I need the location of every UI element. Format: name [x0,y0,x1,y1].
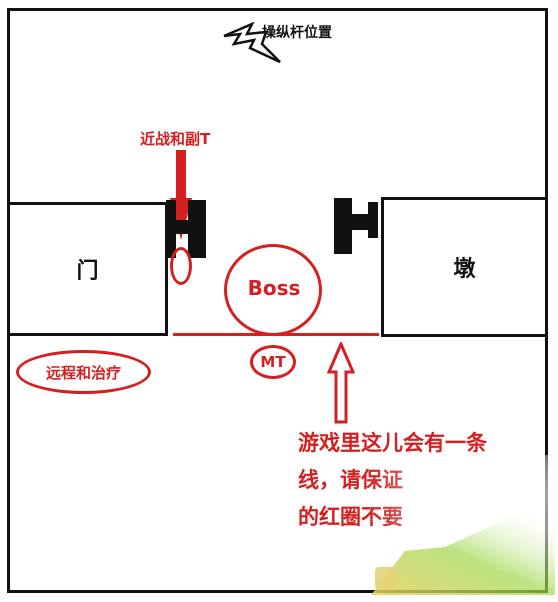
boss-edge-line [173,333,379,336]
arrow-up-outline-icon [327,342,355,424]
pier-label: 墩 [453,257,476,282]
line-hint-note: 游戏里这儿会有一条 线，请保证 的红圈不要 [298,425,533,536]
note-line-1: 游戏里这儿会有一条 [298,431,487,455]
lightning-bolt-icon [223,22,281,64]
right-pillar-post [334,198,352,254]
ranged-healer-circle [16,350,151,394]
note-line-2: 线，请保证 [298,468,403,492]
door-label: 门 [76,259,99,284]
left-pillar-crossbar [176,220,190,234]
right-pillar-bar [368,202,378,238]
right-pillar-crossbar [352,214,368,230]
pier-room: 墩 [381,197,548,337]
mt-label: MT [260,353,286,371]
joystick-position-label: 操纵杆位置 [262,25,332,41]
mt-circle [250,345,296,379]
melee-position-circle [170,247,192,285]
left-pillar-post [188,200,206,258]
left-pillar-bar [166,200,176,258]
note-line-3: 的红圈不要 [298,505,403,529]
melee-offtank-label: 近战和副T [140,130,211,148]
boss-label: Boss [247,276,301,300]
door-room: 门 [7,202,168,336]
ranged-healer-label: 远程和治疗 [45,363,121,382]
